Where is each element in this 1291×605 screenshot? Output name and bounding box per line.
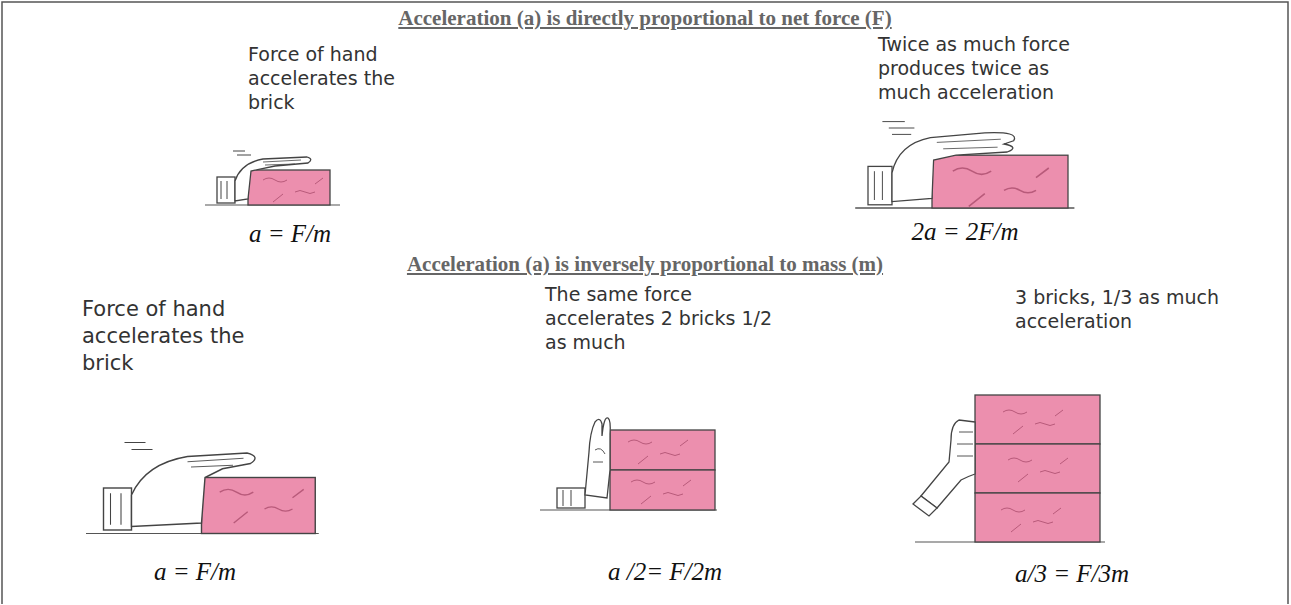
hand-bricks (913, 395, 1105, 542)
annotation: 3 bricks, 1/3 as much acceleration (1015, 285, 1223, 333)
annotation: Twice as much force produces twice as mu… (878, 32, 1096, 104)
hand-brick (86, 443, 319, 534)
hand-bricks (540, 418, 717, 510)
annotation: Force of hand accelerates the brick (248, 42, 398, 114)
hand-brick (205, 151, 340, 205)
annotation: Force of hand accelerates the brick (82, 296, 260, 377)
section-heading: Acceleration (a) is directly proportiona… (398, 6, 891, 31)
equation: a = F/m (249, 220, 331, 248)
equation: a/3 = F/3m (1015, 560, 1129, 588)
equation: 2a = 2F/m (911, 218, 1018, 246)
hand-brick (855, 122, 1074, 208)
equation: a /2= F/2m (608, 558, 722, 586)
equation: a = F/m (154, 558, 236, 586)
annotation: The same force accelerates 2 bricks 1/2 … (545, 282, 779, 354)
section-heading: Acceleration (a) is inversely proportion… (407, 252, 883, 277)
